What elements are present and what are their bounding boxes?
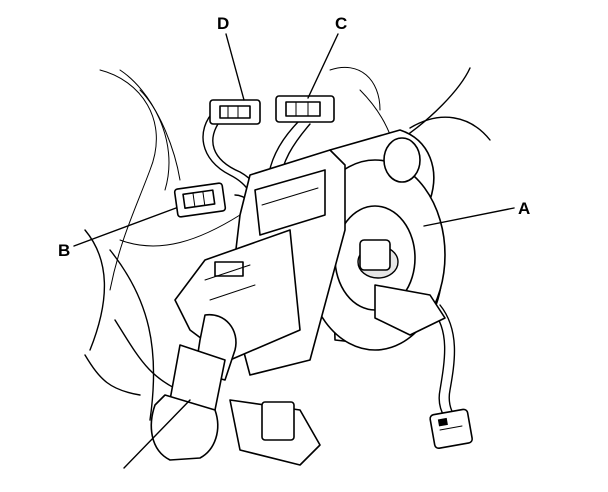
leader-line-c [307, 33, 339, 99]
leader-lines [73, 33, 515, 469]
switch-lever [150, 313, 321, 466]
reel-lead-connector [429, 408, 473, 450]
callout-b-label: B [58, 241, 71, 260]
callout-c-label: C [335, 14, 348, 33]
connector-d [209, 99, 261, 125]
leader-line-d [225, 33, 245, 101]
leader-line-lever [123, 399, 191, 469]
callout-a-label: A [518, 199, 531, 218]
leader-line-b [73, 207, 177, 247]
connector-b [173, 182, 227, 218]
callout-d-label: D [217, 14, 230, 33]
connector-c [275, 95, 335, 123]
leader-line-a [423, 207, 515, 227]
